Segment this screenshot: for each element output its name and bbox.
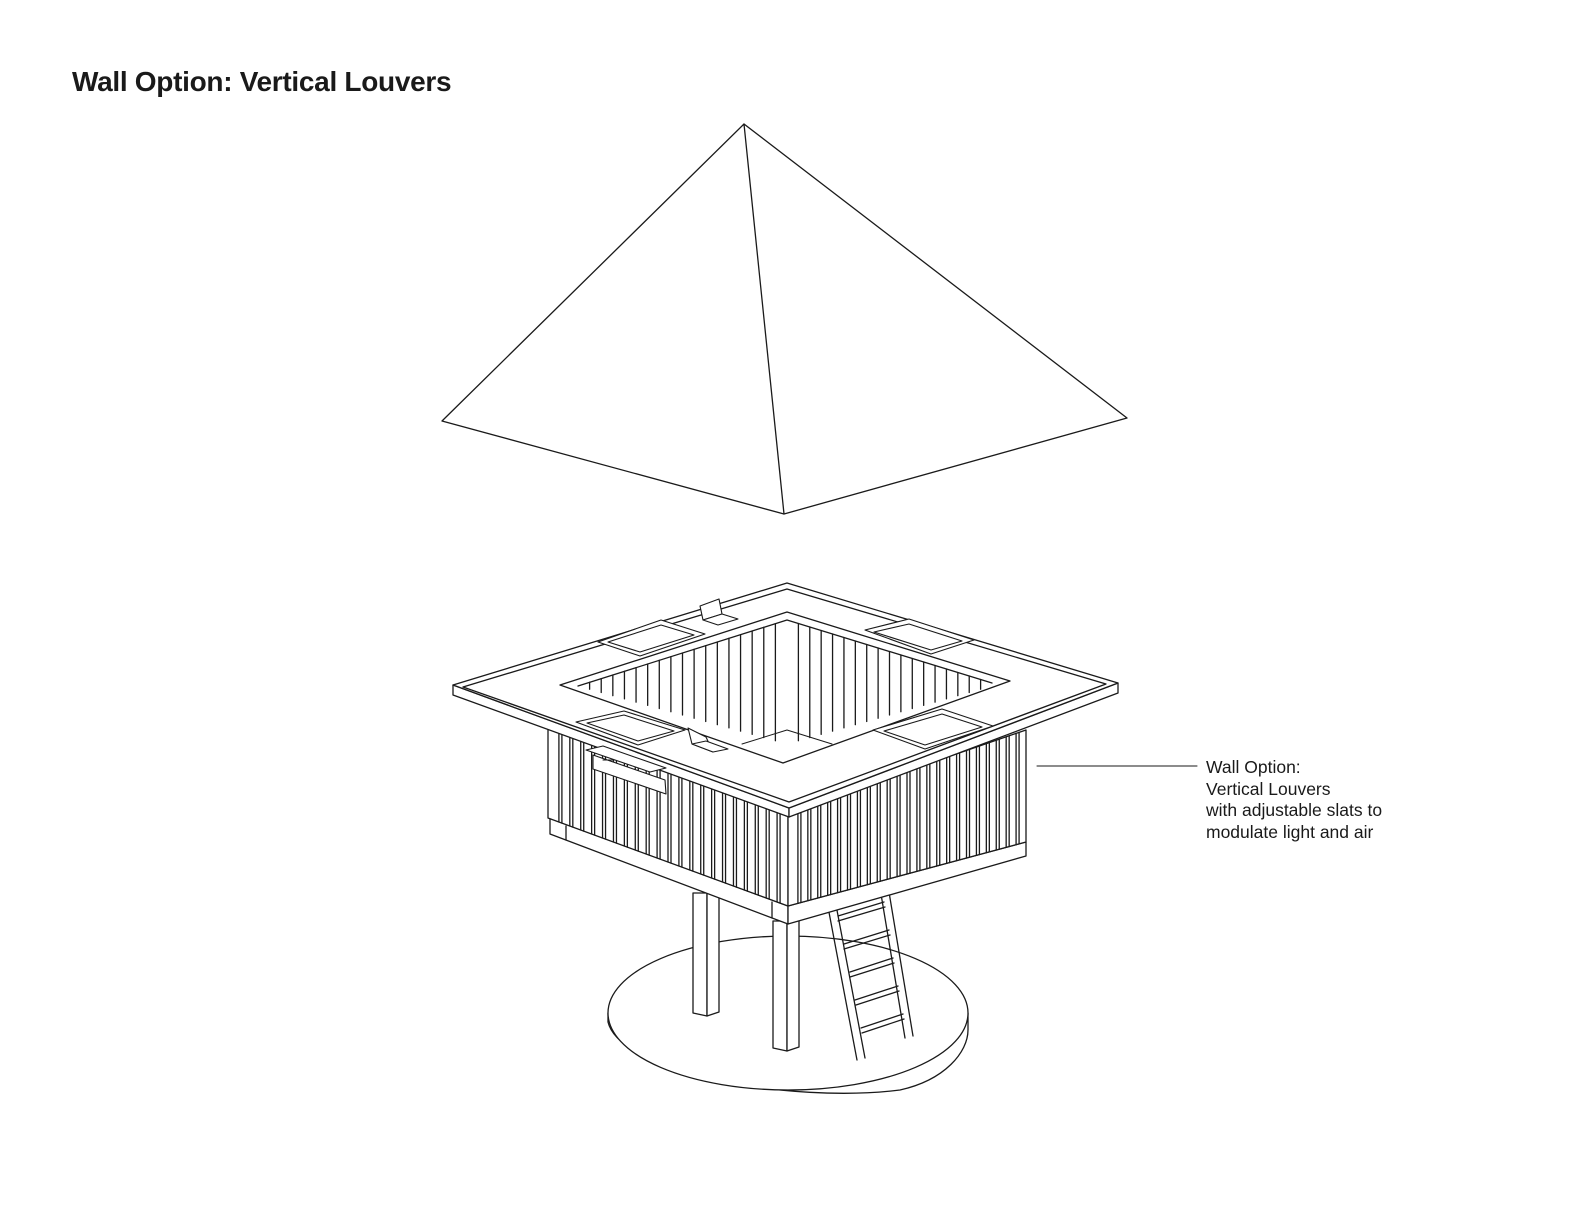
pyramid-roof — [441, 123, 1128, 515]
callout-line-2: Vertical Louvers — [1206, 778, 1331, 799]
callout-line-1: Wall Option: — [1206, 757, 1301, 777]
deck-solar-fins — [687, 598, 739, 753]
ladder — [827, 885, 914, 1061]
support-posts — [692, 890, 800, 1052]
wall-right-face — [787, 729, 1027, 907]
callout-line-4: modulate light and air — [1206, 821, 1374, 842]
page-title: Wall Option: Vertical Louvers — [72, 66, 452, 97]
deck-skylights — [575, 618, 994, 750]
callout-label: Wall Option: Vertical Louvers with adjus… — [1206, 757, 1382, 843]
wall-shutter-window — [585, 745, 667, 795]
callout-line-3: with adjustable slats to — [1206, 800, 1383, 820]
